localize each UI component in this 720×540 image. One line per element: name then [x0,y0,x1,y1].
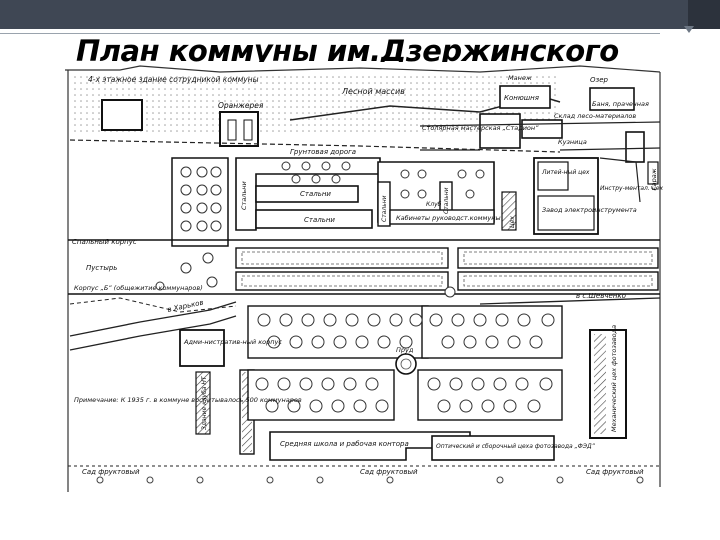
label-dormitory: 4-х этажное здание сотрудникой коммуны [88,75,259,84]
orchard-central-sw [247,369,395,421]
label-old-dorm: Спальный корпус [72,238,137,246]
label-plant: Завод электроинструмента [542,206,637,214]
hedge-row-2 [457,247,659,269]
label-pond: Пруд [396,346,414,354]
stables-vertical-building [377,181,391,227]
carpentry-building [479,113,521,149]
hedge-row-1-inner [241,251,443,265]
label-wasteland: Пустырь [86,264,117,272]
pond-inner [400,358,412,370]
label-carpentry: Столярная мастерская „Стадион” [422,124,539,132]
label-admin: Адми-нистратив-ный корпус [183,338,282,346]
smithy-building [625,131,645,163]
optical-building [431,435,555,461]
map-top-edge [65,65,661,73]
plant-side-road [599,157,641,203]
hedge-row-4 [457,271,659,291]
label-stables-3: Стальни [240,181,248,210]
foundry-building [537,161,569,191]
label-instrument: Инстру-ментал. цех [600,185,663,192]
label-orchard-2: Сад фруктовый [360,468,418,476]
slide-top-bar [0,0,720,29]
stables-block-middle [255,185,359,203]
hedge-row-4-inner [463,275,653,287]
label-mech-shop: Механический цех фотозавода [610,325,618,432]
admin-building [179,329,225,367]
label-smithy: Кузница [558,138,587,146]
mech-shop-hatch [594,334,606,434]
stables-block-bottom [255,209,373,229]
hedge-row-1 [235,247,449,269]
label-workshop: Цех [509,216,516,228]
label-stables-vertical-2: Стальни [443,187,450,214]
wasteland-trees [155,252,456,298]
dormitory-building [101,99,143,131]
hedge-row-3-inner [241,275,443,287]
office-yard-trees [400,169,485,199]
label-orchard-3: Сад фруктовый [586,468,644,476]
label-school: Средняя школа и рабочая контора [280,440,409,448]
stables-yard-trees [281,161,351,184]
greenhouse-window [243,119,253,141]
barn-building [499,85,551,109]
dirt-road [69,139,561,153]
label-office: Кабинеты руководст.коммуны [396,214,501,222]
label-sawmill: Склад лесо-материалов [554,112,636,120]
bottom-orchard-trees [96,476,644,484]
label-note: Примечание: К 1935 г. в коммуне воспитыв… [74,396,302,404]
club-building [195,371,211,435]
label-garage: Гараж [650,168,658,190]
label-dirt-road: Грунтовая дорога [290,148,356,156]
forest-area [70,74,558,132]
label-stables-vertical: Стальни [381,195,388,222]
plant-building [537,195,595,231]
label-optical: Оптический и сборочный цеха фотозавода „… [436,443,596,450]
upper-road-south [420,147,661,151]
side-wing-fill [242,372,252,452]
map-drawing: 4-х этажное здание сотрудникой коммуны О… [60,62,670,494]
label-orchard-1: Сад фруктовый [82,468,140,476]
kharkov-road-north [69,301,237,337]
label-barn: Конюшня [504,94,539,102]
label-courtyard: Клуб [426,201,442,208]
slide-top-bar-tab [688,0,720,29]
slide-marker-icon [684,26,694,33]
shevchenko-road [479,297,661,305]
school-building [269,431,471,461]
label-forest: Лесной массив [341,87,405,96]
label-stables-2: Стальни [304,216,335,224]
office-building [389,209,495,225]
bath-building [589,87,635,111]
central-orchard-trees [255,313,555,413]
orchard-central-se [417,369,563,421]
hedge-row-3 [235,271,449,291]
label-greenhouse: Оранжерея [218,101,264,110]
label-building-b: Корпус „Б” (общежитие коммунаров) [74,284,203,292]
label-club: Здание клуба НТ [201,375,208,430]
greenhouse-window [227,119,237,141]
label-stables-1: Стальни [300,190,331,198]
orchard-top-left-trees [180,166,222,232]
label-bath: Баня, прачечная [592,100,649,108]
workshop-building [501,191,517,231]
orchard-central-ne [421,305,563,359]
commune-plan-map: 4-х этажное здание сотрудникой коммуны О… [60,62,670,494]
slide-title-underline [0,33,660,34]
label-lake: Озер [590,76,609,84]
label-to-shevchenko: в с.Шевченко [576,292,626,300]
upper-road [419,121,661,127]
label-manege: Манеж [508,74,532,82]
label-foundry: Литей-ный цех [541,169,590,176]
stables-block-l [235,157,381,231]
wasteland-path [69,297,237,313]
garage-building [647,161,659,185]
kharkov-road-south [69,315,237,351]
